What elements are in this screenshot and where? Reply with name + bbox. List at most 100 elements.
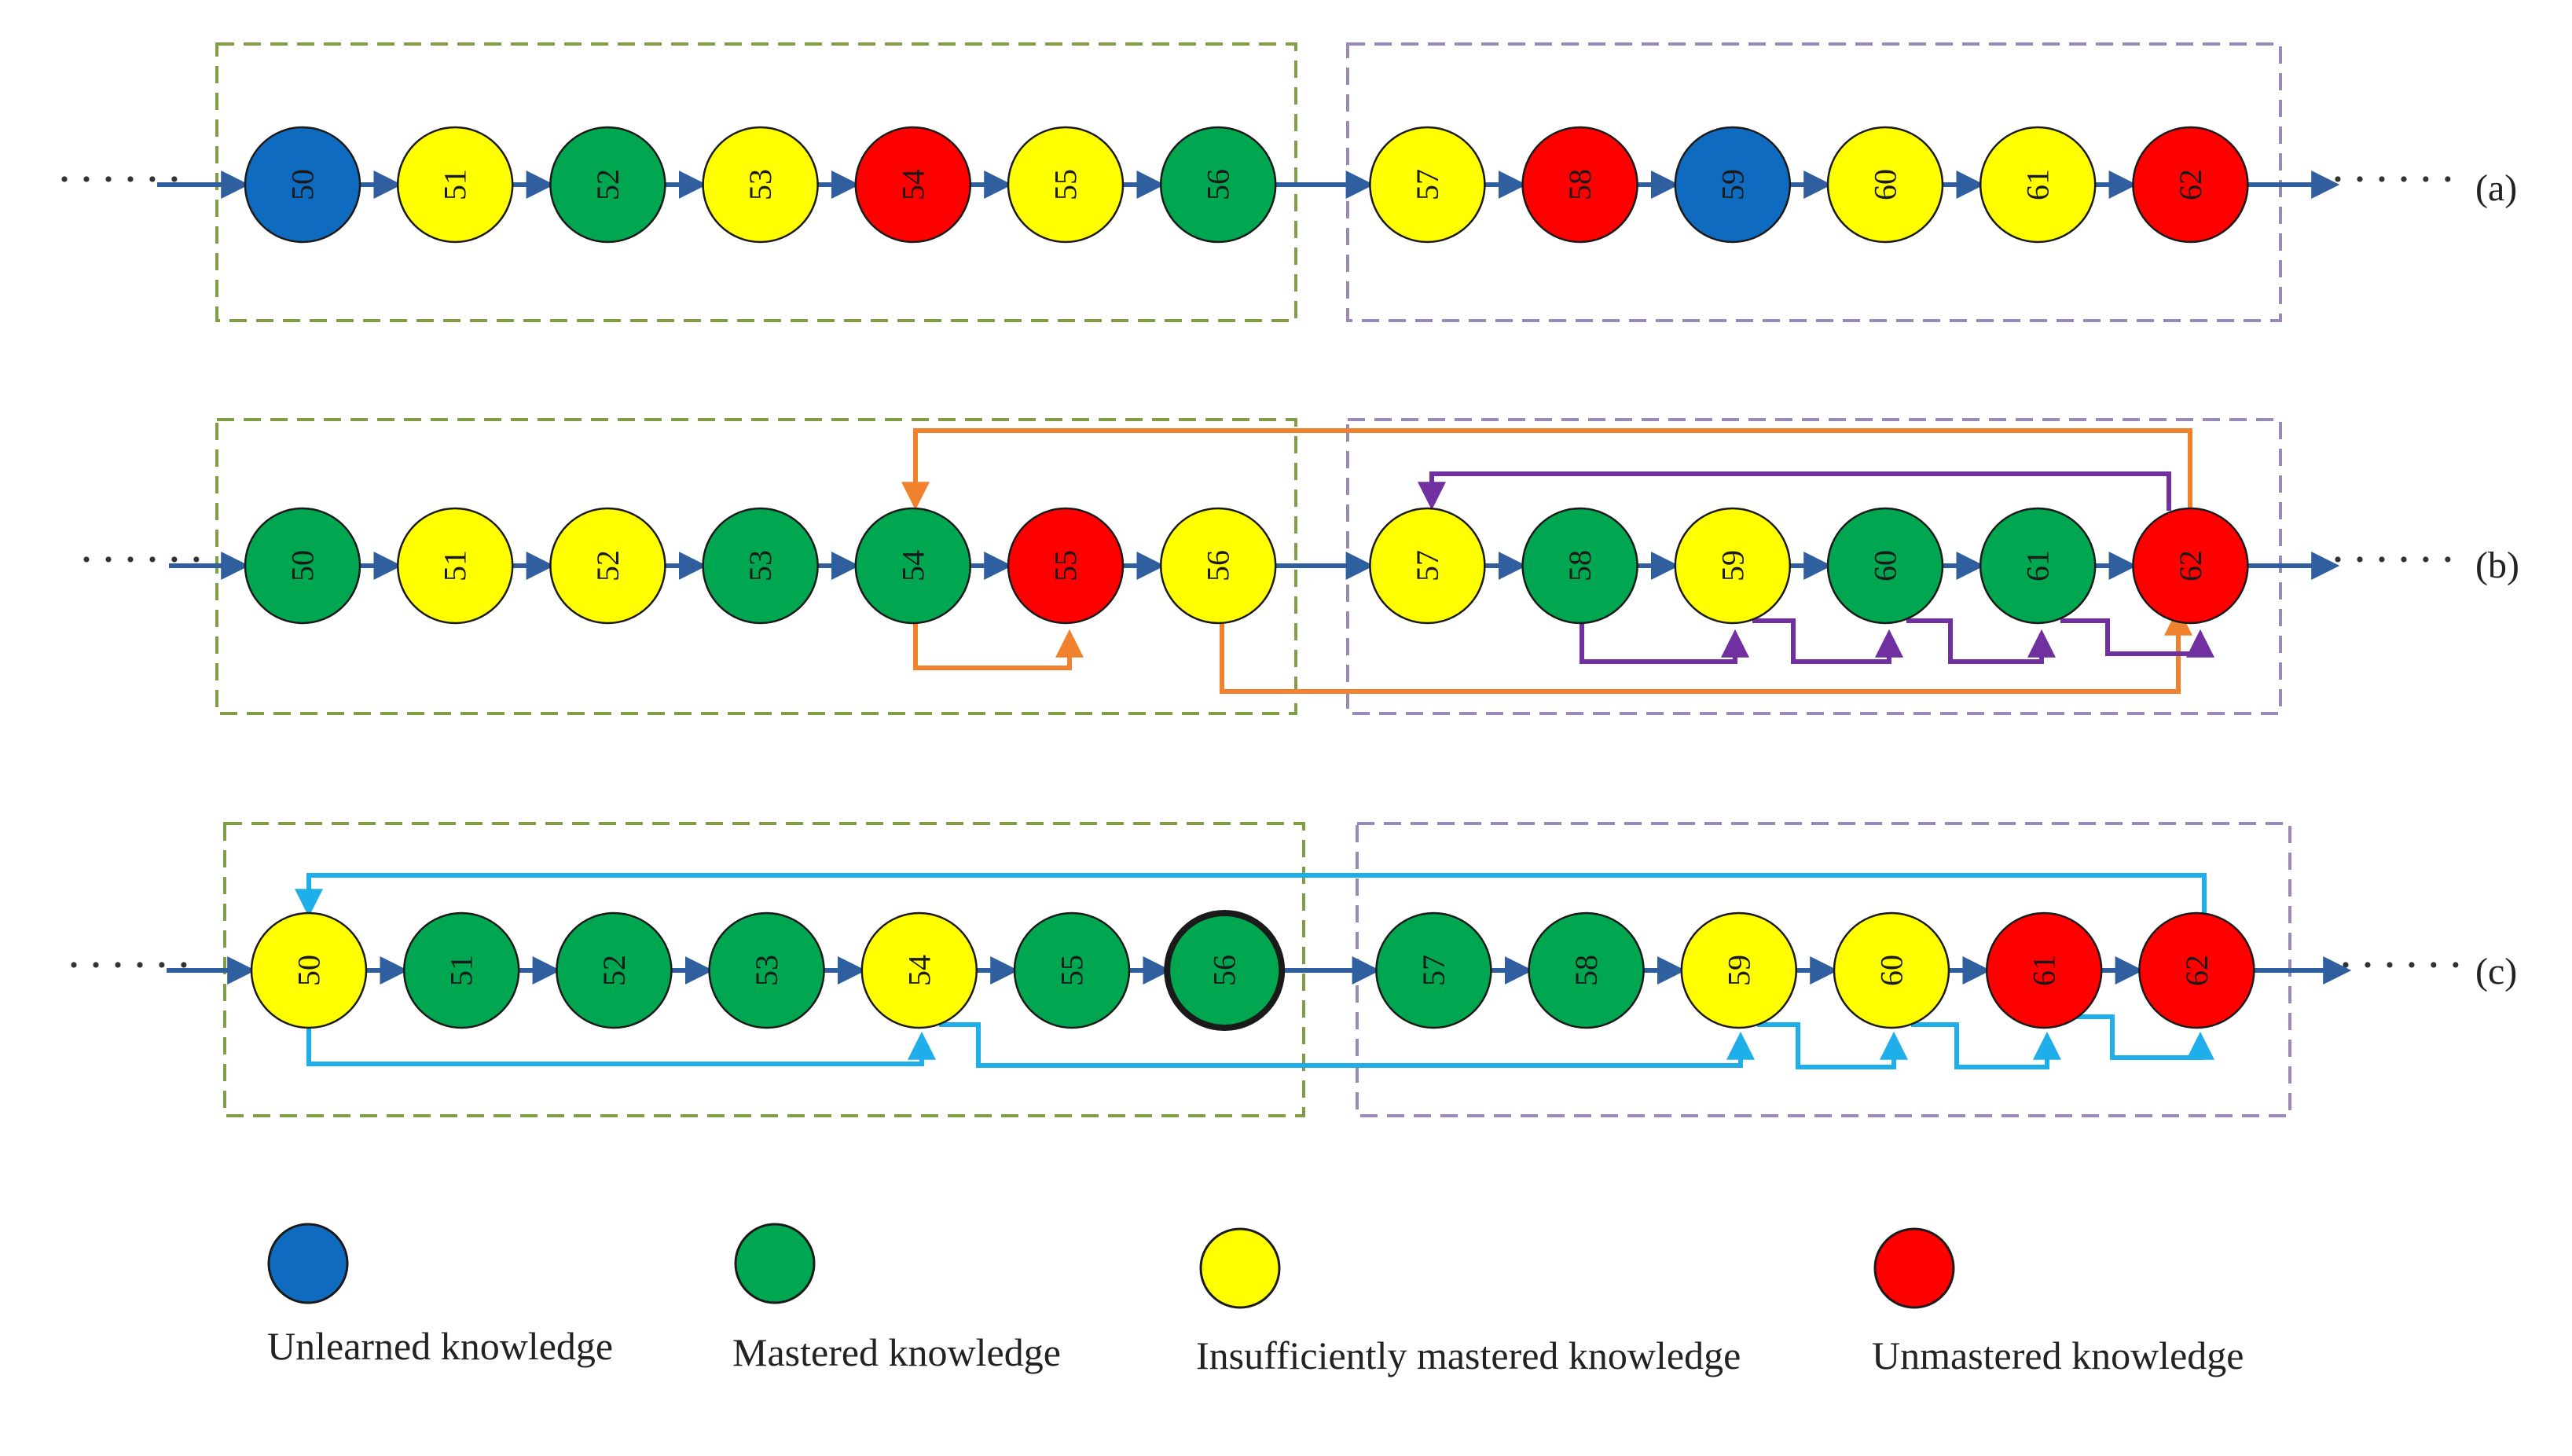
node-label: 52 bbox=[596, 955, 632, 986]
row-a-ellipsis-right: ······ bbox=[2330, 153, 2462, 205]
purple-path-59-to-60 bbox=[1752, 618, 1903, 664]
node-circle bbox=[1369, 507, 1486, 625]
row-a-node-50: 50 bbox=[244, 126, 361, 244]
row-b-node-56: 56 bbox=[1159, 507, 1277, 625]
node-label: 60 bbox=[1868, 169, 1903, 200]
row-a-ellipsis-left: ······ bbox=[57, 153, 189, 205]
blue-path-62-to-50 bbox=[295, 873, 2207, 918]
row-b-node-51: 51 bbox=[396, 507, 514, 625]
row-c-node-58: 58 bbox=[1528, 911, 1645, 1029]
node-circle bbox=[1521, 507, 1638, 625]
node-circle bbox=[250, 911, 368, 1029]
legend-swatch-unmastered bbox=[1873, 1227, 1955, 1309]
node-circle bbox=[244, 126, 361, 244]
row-b-node-52: 52 bbox=[549, 507, 666, 625]
node-circle bbox=[1013, 911, 1131, 1029]
node-label: 54 bbox=[895, 169, 930, 200]
row-b-node-59: 59 bbox=[1674, 507, 1792, 625]
node-label: 60 bbox=[1874, 955, 1910, 986]
node-circle bbox=[854, 126, 972, 244]
node-circle bbox=[1680, 911, 1798, 1029]
ellipsis-group: ······ ······ ······ ······ ······ ·····… bbox=[57, 153, 2470, 991]
node-label: 58 bbox=[1569, 955, 1604, 986]
node-label: 56 bbox=[1207, 955, 1242, 986]
node-circle bbox=[549, 126, 666, 244]
row-b-label: (b) bbox=[2475, 545, 2519, 586]
blue-path-61-to-62 bbox=[2064, 1014, 2214, 1060]
row-b-node-57: 57 bbox=[1369, 507, 1486, 625]
node-circle bbox=[708, 911, 825, 1029]
node-circle bbox=[549, 507, 666, 625]
row-b-node-55: 55 bbox=[1007, 507, 1125, 625]
legend: Unlearned knowledge Mastered knowledge I… bbox=[267, 1223, 2244, 1377]
node-label: 51 bbox=[438, 550, 473, 581]
node-label: 51 bbox=[438, 169, 473, 200]
purple-paths bbox=[1418, 471, 2214, 664]
legend-label-insufficient: Insufficiently mastered knowledge bbox=[1196, 1333, 1741, 1377]
row-a-node-61: 61 bbox=[1979, 126, 2097, 244]
row-c-node-53: 53 bbox=[708, 911, 825, 1029]
node-label: 61 bbox=[2020, 169, 2056, 200]
row-a-node-56: 56 bbox=[1159, 126, 1277, 244]
node-circle bbox=[1528, 911, 1645, 1029]
node-circle bbox=[1674, 126, 1792, 244]
row-c-ellipsis-right: ······ bbox=[2338, 939, 2470, 991]
node-circle bbox=[1159, 126, 1277, 244]
node-circle bbox=[556, 911, 673, 1029]
node-label: 57 bbox=[1410, 550, 1445, 581]
blue-path-50-to-54 bbox=[306, 1026, 936, 1066]
node-label: 50 bbox=[292, 955, 327, 986]
legend-swatch-unlearned bbox=[267, 1223, 349, 1304]
node-circle bbox=[1826, 126, 1944, 244]
node-label: 59 bbox=[1715, 169, 1750, 200]
row-b-node-54: 54 bbox=[854, 507, 972, 625]
row-labels: (a) (b) (c) bbox=[2475, 167, 2519, 992]
purple-path-62-to-57 bbox=[1418, 471, 2171, 511]
node-label: 53 bbox=[743, 169, 778, 200]
node-circle bbox=[1979, 126, 2097, 244]
node-label: 60 bbox=[1868, 550, 1903, 581]
node-label: 58 bbox=[1562, 550, 1598, 581]
node-label: 61 bbox=[2020, 550, 2056, 581]
row-c-node-62: 62 bbox=[2138, 911, 2255, 1029]
orange-path-54-to-55 bbox=[913, 621, 1084, 670]
node-label: 56 bbox=[1201, 550, 1236, 581]
orange-path-62-to-54 bbox=[901, 428, 2192, 526]
orange-path-56-to-62 bbox=[1220, 607, 2192, 694]
legend-label-mastered: Mastered knowledge bbox=[732, 1330, 1061, 1374]
purple-path-60-to-61 bbox=[1906, 618, 2056, 664]
row-a-node-62: 62 bbox=[2132, 126, 2249, 244]
node-label: 57 bbox=[1416, 955, 1451, 986]
node-circle bbox=[1833, 911, 1950, 1029]
node-label: 50 bbox=[285, 169, 321, 200]
row-c-node-54: 54 bbox=[860, 911, 978, 1029]
row-b-node-58: 58 bbox=[1521, 507, 1638, 625]
row-c-node-52: 52 bbox=[556, 911, 673, 1029]
row-b-node-61: 61 bbox=[1979, 507, 2097, 625]
node-label: 51 bbox=[444, 955, 479, 986]
row-a-node-60: 60 bbox=[1826, 126, 1944, 244]
row-a-label: (a) bbox=[2475, 167, 2517, 209]
node-circle bbox=[1159, 507, 1277, 625]
node-circle bbox=[2138, 911, 2255, 1029]
node-circle bbox=[2132, 507, 2249, 625]
node-label: 52 bbox=[590, 169, 626, 200]
row-b-node-50: 50 bbox=[244, 507, 361, 625]
node-circle bbox=[1826, 507, 1944, 625]
row-c-node-61: 61 bbox=[1985, 911, 2103, 1029]
node-label: 62 bbox=[2173, 169, 2208, 200]
row-c-node-56: 56 bbox=[1164, 910, 1286, 1031]
node-label: 59 bbox=[1715, 550, 1750, 581]
row-b-node-53: 53 bbox=[702, 507, 819, 625]
node-circle bbox=[702, 507, 819, 625]
row-c-ellipsis-left: ······ bbox=[66, 939, 198, 991]
node-circle bbox=[244, 507, 361, 625]
row-c-node-55: 55 bbox=[1013, 911, 1131, 1029]
blue-path-54-to-59 bbox=[939, 1022, 1755, 1068]
row-a-node-58: 58 bbox=[1521, 126, 1638, 244]
row-c-node-60: 60 bbox=[1833, 911, 1950, 1029]
row-c-node-57: 57 bbox=[1375, 911, 1492, 1029]
row-b-ellipsis-right: ······ bbox=[2330, 534, 2462, 585]
